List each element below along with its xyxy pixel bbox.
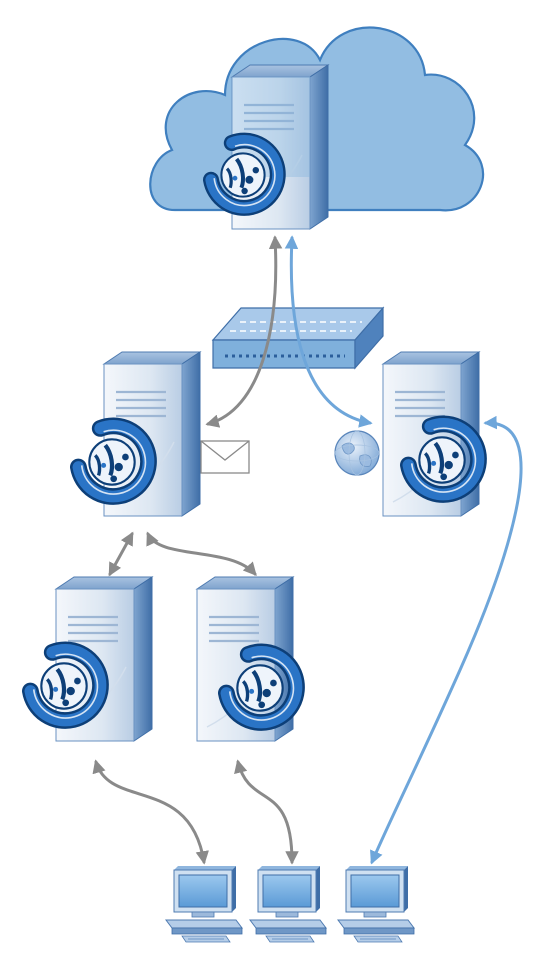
- globe-icon: [334, 430, 380, 476]
- client-3[interactable]: [337, 865, 415, 943]
- client-1[interactable]: [165, 865, 243, 943]
- connections: [92, 235, 523, 865]
- client-2[interactable]: [249, 865, 327, 943]
- connection-branch-left-to-client-1: [92, 759, 209, 865]
- connection-mail-to-branch-left: [108, 531, 134, 577]
- branch-server-right[interactable]: [195, 575, 296, 743]
- connection-web-server-to-client-3: [370, 415, 523, 865]
- branch-server-left[interactable]: [30, 575, 154, 743]
- connection-mail-to-branch-right: [146, 531, 257, 577]
- connection-cloud-to-web-server: [284, 235, 373, 428]
- mail-server[interactable]: [78, 350, 202, 518]
- computer-icon: [165, 865, 243, 943]
- envelope-icon: [200, 440, 250, 474]
- cloud-server[interactable]: [211, 63, 330, 231]
- connection-branch-right-to-client-2: [234, 759, 299, 865]
- connection-cloud-to-mail-server: [205, 235, 283, 428]
- computer-icon: [249, 865, 327, 943]
- web-server[interactable]: [381, 350, 479, 518]
- computer-icon: [337, 865, 415, 943]
